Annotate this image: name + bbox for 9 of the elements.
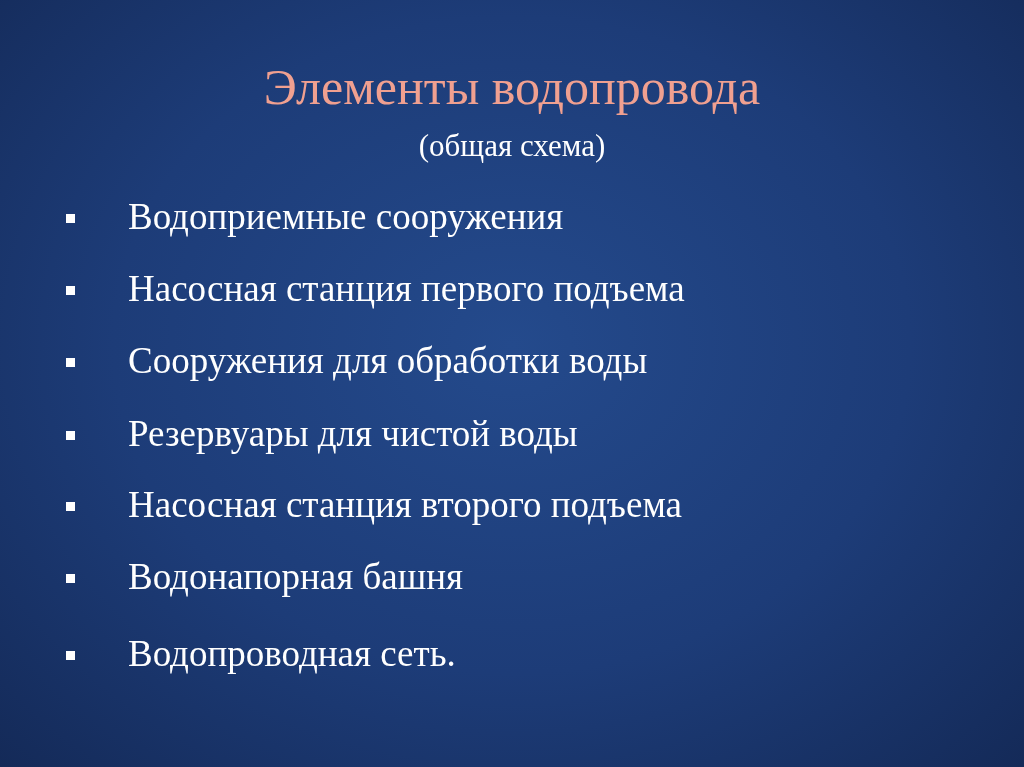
list-item-text: Сооружения для обработки воды xyxy=(128,339,648,382)
list-item-text: Насосная станция второго подъема xyxy=(128,483,682,526)
list-item-text: Водонапорная башня xyxy=(128,555,464,598)
slide-subtitle: (общая схема) xyxy=(417,128,607,164)
list-item-text: Водоприемные сооружения xyxy=(128,195,564,238)
list-item-text: Резервуары для чистой воды xyxy=(128,412,578,455)
slide-title: Элементы водопровода xyxy=(262,58,762,116)
list-item-text: Водопроводная сеть. xyxy=(128,632,456,675)
list-item-text: Насосная станция первого подъема xyxy=(128,267,685,310)
